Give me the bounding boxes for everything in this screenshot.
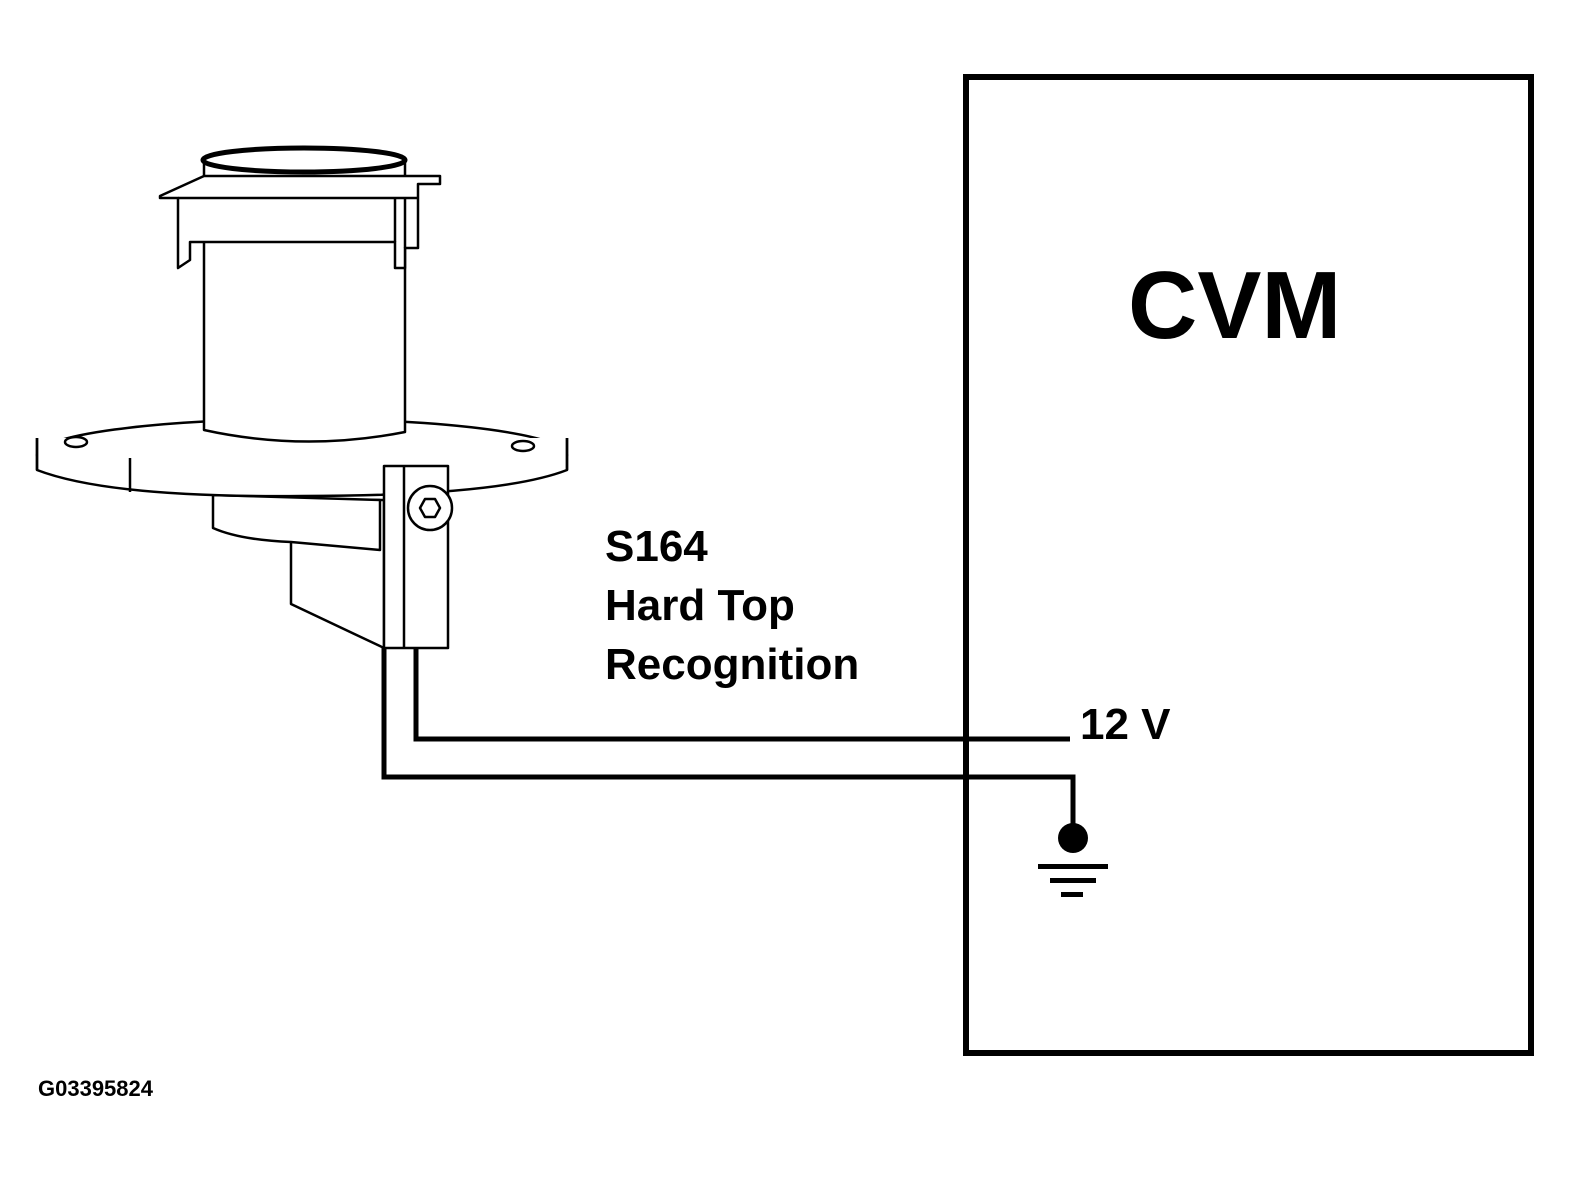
ground-symbol <box>1038 823 1108 897</box>
hard-top-sensor <box>35 145 569 650</box>
ground-wire <box>381 648 1076 838</box>
sensor-code-label: S164 <box>605 522 708 571</box>
cvm-module-box <box>963 74 1534 1056</box>
figure-id: G03395824 <box>38 1076 153 1101</box>
sensor-name-line1: Hard Top <box>605 581 795 630</box>
signal-wire <box>413 648 1070 742</box>
cvm-label: CVM <box>1128 252 1342 359</box>
voltage-label: 12 V <box>1080 700 1171 749</box>
sensor-name-line2: Recognition <box>605 640 860 689</box>
wiring <box>381 648 1076 838</box>
